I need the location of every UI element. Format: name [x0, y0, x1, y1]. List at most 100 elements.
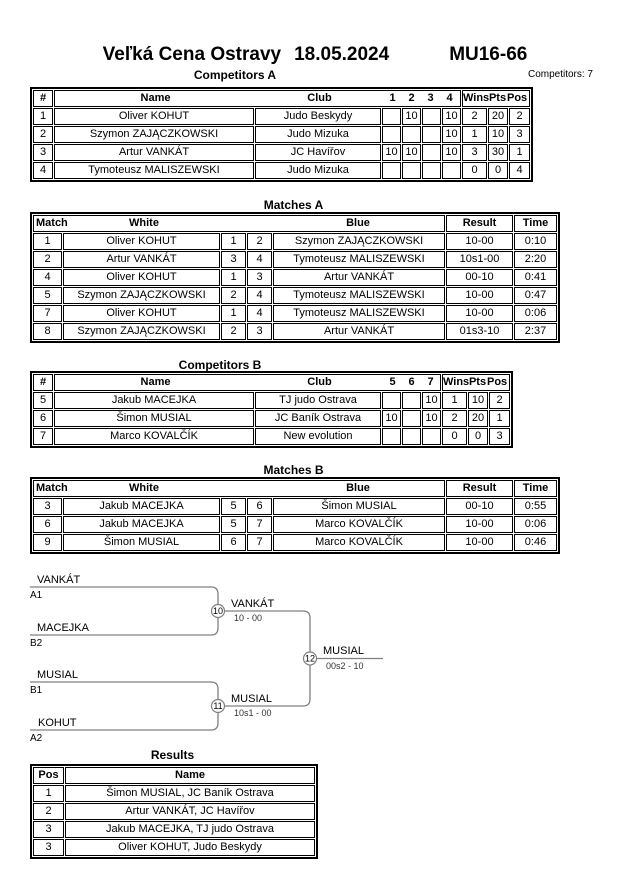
bracket-winner-line-sf2 — [224, 665, 311, 707]
cell-pts: 30 — [488, 144, 508, 161]
cell-match-number: 7 — [33, 305, 62, 322]
cell-name: Artur VANKÁT, JC Havířov — [65, 803, 315, 820]
col-header-time: Time — [514, 215, 557, 232]
cell-wins: 0 — [442, 428, 467, 445]
cell-blue-number: 7 — [247, 534, 272, 551]
cell-pts: 10 — [488, 126, 508, 143]
col-header-club: Club — [307, 376, 332, 388]
table-row: 8 Szymon ZAJĄCZKOWSKI 2 3 Artur VANKÁT 0… — [33, 323, 557, 340]
cell-white-name: Oliver KOHUT — [63, 305, 220, 322]
matches-a-table: Match White Blue Result Time 1 Oliver KO… — [30, 212, 560, 343]
cell-result: 00-10 — [446, 269, 513, 286]
col-header-name: Name — [140, 376, 171, 388]
cell-number: 3 — [33, 144, 53, 161]
col-header-round-6: 6 — [408, 376, 415, 388]
cell-round-score: 10 — [422, 410, 441, 427]
match-result: 00s2 - 10 — [326, 661, 364, 671]
cell-name: Marco KOVALČÍK — [54, 428, 254, 445]
col-header-name: Name — [140, 92, 171, 104]
cell-white-name: Oliver KOHUT — [63, 233, 220, 250]
cell-number: 2 — [33, 126, 53, 143]
table-row: 7 Oliver KOHUT 1 4 Tymoteusz MALISZEWSKI… — [33, 305, 557, 322]
header-flex: Match White Blue — [34, 216, 444, 231]
cell-name: Jakub MACEJKA, TJ judo Ostrava — [65, 821, 315, 838]
cell-round-score — [402, 428, 421, 445]
cell-result: 10-00 — [446, 516, 513, 533]
cell-pos: 2 — [509, 108, 530, 125]
title-category: MU16-66 — [449, 44, 528, 65]
cell-result: 10-00 — [446, 287, 513, 304]
col-header-result: Result — [446, 480, 513, 497]
cell-pos: 4 — [509, 162, 530, 179]
cell-white-number: 2 — [221, 323, 246, 340]
cell-time: 2:20 — [514, 251, 557, 268]
table-row: 3 Jakub MACEJKA 5 6 Šimon MUSIAL 00-10 0… — [33, 498, 557, 515]
table-header-row: # Name Club 1 2 3 4 Wins Pts Pos — [33, 90, 530, 107]
col-header-pts: Pts — [488, 92, 507, 104]
cell-pos: 3 — [33, 821, 64, 838]
cell-blue-name: Šimon MUSIAL — [273, 498, 445, 515]
cell-round-score — [382, 428, 401, 445]
cell-round-score: 10 — [442, 144, 461, 161]
cell-number: 5 — [33, 392, 53, 409]
cell-wins: 3 — [462, 144, 487, 161]
cell-match-number: 1 — [33, 233, 62, 250]
col-header-round-4: 4 — [446, 92, 453, 104]
col-header-pos: Pos — [487, 376, 508, 388]
cell-number: 7 — [33, 428, 53, 445]
table-header-row: Pos Name — [33, 767, 315, 784]
cell-blue-number: 2 — [247, 233, 272, 250]
cell-match-number: 6 — [33, 516, 62, 533]
cell-round-score — [442, 162, 461, 179]
cell-club: Judo Mizuka — [255, 162, 381, 179]
bracket-slot-name: VANKÁT — [37, 573, 80, 586]
match-result: 10 - 00 — [234, 613, 262, 623]
table-row: 3 Artur VANKÁT JC Havířov 10 10 10 3 30 … — [33, 144, 530, 161]
table-row: 6 Šimon MUSIAL JC Baník Ostrava 10 10 2 … — [33, 410, 510, 427]
cell-blue-name: Artur VANKÁT — [273, 269, 445, 286]
cell-pts: 0 — [468, 428, 488, 445]
cell-time: 0:55 — [514, 498, 557, 515]
cell-round-score — [402, 410, 421, 427]
cell-result: 10-00 — [446, 534, 513, 551]
cell-blue-name: Marco KOVALČÍK — [273, 516, 445, 533]
cell-time: 0:06 — [514, 305, 557, 322]
table-row: 5 Szymon ZAJĄCZKOWSKI 2 4 Tymoteusz MALI… — [33, 287, 557, 304]
cell-round-score — [422, 428, 441, 445]
col-header-white: White — [129, 482, 159, 494]
cell-pts: 20 — [488, 108, 508, 125]
cell-pos: 1 — [509, 144, 530, 161]
cell-club: Judo Mizuka — [255, 126, 381, 143]
cell-round-score: 10 — [382, 144, 401, 161]
header-flex: Wins Pts Pos — [443, 375, 509, 390]
cell-wins: 1 — [442, 392, 467, 409]
cell-pts: 10 — [468, 392, 488, 409]
title-event: Veľká Cena Ostravy — [102, 44, 282, 65]
bracket-slot-name: KOHUT — [38, 717, 77, 729]
cell-pts: 20 — [468, 410, 488, 427]
cell-blue-name: Tymoteusz MALISZEWSKI — [273, 287, 445, 304]
cell-white-number: 5 — [221, 516, 246, 533]
cell-white-number: 1 — [221, 305, 246, 322]
col-header-pos: Pos — [507, 92, 528, 104]
col-header-num: # — [33, 374, 53, 391]
col-header-standings-group: Wins Pts Pos — [462, 90, 530, 107]
col-header-num: # — [33, 90, 53, 107]
cell-round-score — [422, 144, 441, 161]
cell-match-number: 9 — [33, 534, 62, 551]
section-title-matches-a: Matches A — [263, 198, 324, 212]
cell-blue-number: 4 — [247, 251, 272, 268]
bracket-seed-label: A2 — [30, 733, 43, 744]
cell-round-score: 10 — [402, 108, 421, 125]
cell-round-score — [382, 162, 401, 179]
cell-time: 0:46 — [514, 534, 557, 551]
bracket-slot-name: MACEJKA — [37, 622, 90, 634]
cell-round-score — [422, 162, 441, 179]
competitors-count-label: Competitors: 7 — [527, 69, 593, 80]
cell-white-number: 3 — [221, 251, 246, 268]
table-row: 4 Tymoteusz MALISZEWSKI Judo Mizuka 0 0 … — [33, 162, 530, 179]
col-header-group: Match White Blue — [33, 215, 445, 232]
cell-round-score: 10 — [382, 410, 401, 427]
cell-club: JC Havířov — [255, 144, 381, 161]
